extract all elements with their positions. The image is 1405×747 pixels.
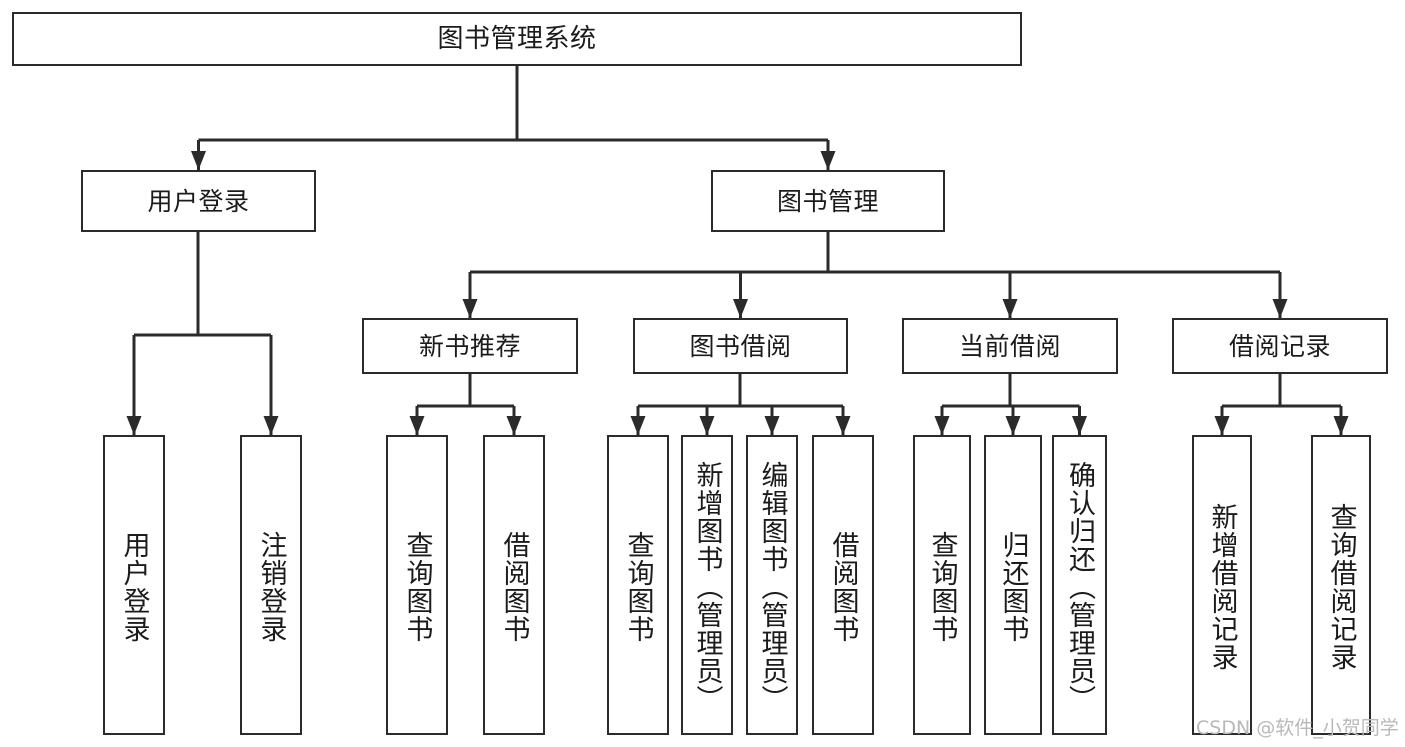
node-label: 图书管理系统 bbox=[437, 23, 597, 54]
node-newbook[interactable]: 新书推荐 bbox=[362, 318, 578, 374]
node-leaf-re-add[interactable]: 新增借阅记录 bbox=[1192, 435, 1252, 735]
arrowhead bbox=[934, 416, 950, 435]
arrowhead bbox=[764, 416, 780, 435]
node-leaf-cu-return[interactable]: 归还图书 bbox=[984, 435, 1042, 735]
node-leaf-bo-edit[interactable]: 编辑图书（管理员） bbox=[746, 435, 798, 735]
node-leaf-logout[interactable]: 注销登录 bbox=[240, 435, 302, 735]
node-leaf-login[interactable]: 用户登录 bbox=[103, 435, 165, 735]
node-label: 注销登录 bbox=[255, 530, 287, 643]
arrowhead bbox=[191, 151, 206, 170]
node-leaf-bo-borrow[interactable]: 借阅图书 bbox=[812, 435, 874, 735]
node-label: 新书推荐 bbox=[418, 331, 521, 361]
node-label: 查询图书 bbox=[926, 530, 958, 643]
arrowhead bbox=[126, 416, 142, 435]
node-leaf-bo-add[interactable]: 新增图书（管理员） bbox=[681, 435, 733, 735]
node-label: 图书管理 bbox=[776, 186, 879, 216]
arrowhead bbox=[1005, 416, 1021, 435]
node-label: 新增图书（管理员） bbox=[691, 460, 723, 713]
node-records[interactable]: 借阅记录 bbox=[1172, 318, 1388, 374]
arrowhead bbox=[1272, 299, 1288, 318]
arrowhead bbox=[733, 299, 748, 318]
node-label: 查询借阅记录 bbox=[1325, 502, 1357, 671]
node-leaf-bo-query[interactable]: 查询图书 bbox=[607, 435, 669, 735]
arrowhead bbox=[506, 416, 522, 435]
node-leaf-re-query[interactable]: 查询借阅记录 bbox=[1311, 435, 1371, 735]
node-root[interactable]: 图书管理系统 bbox=[12, 12, 1022, 66]
node-label: 借阅图书 bbox=[827, 530, 859, 643]
node-bookmgmt[interactable]: 图书管理 bbox=[711, 170, 945, 232]
arrowhead bbox=[1002, 299, 1018, 318]
node-leaf-cu-confirm[interactable]: 确认归还（管理员） bbox=[1052, 435, 1107, 735]
arrowhead bbox=[699, 416, 715, 435]
node-borrow[interactable]: 图书借阅 bbox=[633, 318, 848, 374]
node-leaf-cu-query[interactable]: 查询图书 bbox=[913, 435, 971, 735]
node-label: 查询图书 bbox=[622, 530, 654, 643]
arrowhead bbox=[462, 299, 478, 318]
node-login[interactable]: 用户登录 bbox=[81, 170, 316, 232]
arrowhead bbox=[263, 416, 279, 435]
node-label: 用户登录 bbox=[118, 530, 150, 643]
arrowhead bbox=[1214, 416, 1230, 435]
node-label: 编辑图书（管理员） bbox=[756, 460, 788, 713]
node-label: 归还图书 bbox=[997, 530, 1029, 643]
arrowhead bbox=[630, 416, 646, 435]
arrowhead bbox=[1072, 416, 1087, 435]
node-label: 图书借阅 bbox=[689, 331, 792, 361]
node-label: 借阅图书 bbox=[498, 530, 530, 643]
node-leaf-nb-query[interactable]: 查询图书 bbox=[386, 435, 448, 735]
arrowhead bbox=[835, 416, 851, 435]
node-label: 确认归还（管理员） bbox=[1064, 460, 1095, 713]
node-current[interactable]: 当前借阅 bbox=[902, 318, 1118, 374]
node-label: 新增借阅记录 bbox=[1206, 502, 1238, 671]
node-label: 用户登录 bbox=[147, 186, 250, 216]
node-leaf-nb-borrow[interactable]: 借阅图书 bbox=[483, 435, 545, 735]
node-label: 查询图书 bbox=[401, 530, 433, 643]
arrowhead bbox=[1333, 416, 1349, 435]
arrowhead bbox=[409, 416, 425, 435]
node-label: 当前借阅 bbox=[958, 331, 1061, 361]
node-label: 借阅记录 bbox=[1228, 331, 1331, 361]
arrowhead bbox=[820, 151, 836, 170]
